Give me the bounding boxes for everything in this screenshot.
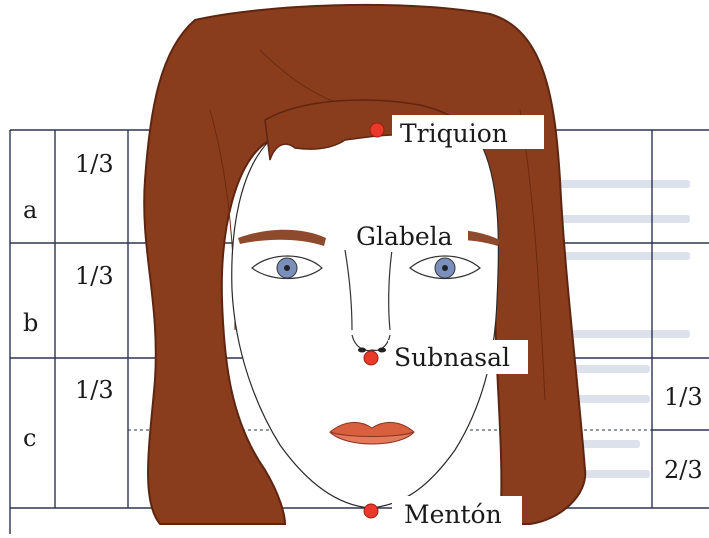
subnasal-label: Subnasal — [394, 343, 510, 372]
row-letter-a: a — [23, 196, 37, 224]
subnasal-point-icon — [364, 351, 378, 365]
row-fraction-b: 1/3 — [75, 262, 114, 290]
face — [232, 100, 499, 508]
menton-point-icon — [364, 504, 378, 518]
triquion-point-icon — [370, 123, 384, 137]
triquion-label: Triquion — [400, 119, 508, 148]
row-letter-b: b — [23, 309, 38, 337]
row-fraction-a: 1/3 — [75, 150, 114, 178]
lower-lip-fraction: 2/3 — [664, 456, 703, 484]
glabela-label: Glabela — [356, 222, 453, 251]
menton-label: Mentón — [404, 500, 502, 529]
row-letter-c: c — [23, 424, 36, 452]
upper-lip-fraction: 1/3 — [664, 383, 703, 411]
row-fraction-c: 1/3 — [75, 376, 114, 404]
